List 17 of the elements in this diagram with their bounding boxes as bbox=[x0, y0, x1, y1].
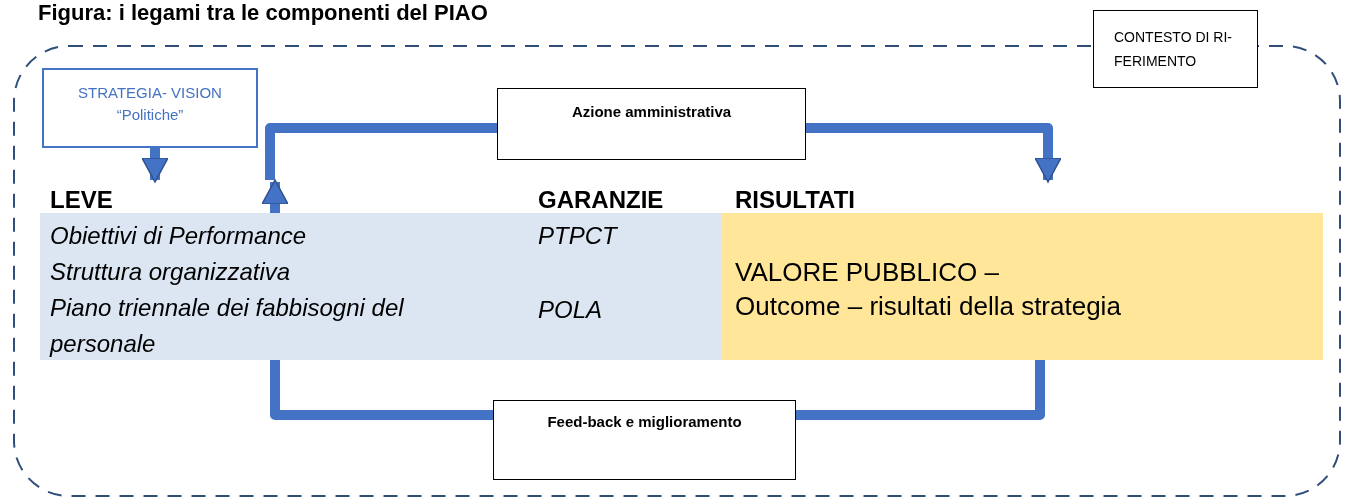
column-heading: GARANZIE bbox=[538, 185, 665, 215]
arrow bbox=[806, 123, 1062, 183]
band-text: POLA bbox=[538, 295, 604, 325]
column-heading: RISULTATI bbox=[735, 185, 856, 215]
band-text: VALORE PUBBLICO – bbox=[735, 256, 1000, 289]
column-heading: LEVE bbox=[50, 185, 114, 215]
band-text: PTPCT bbox=[538, 221, 619, 251]
band-text: Piano triennale dei fabbisogni del personale bbox=[50, 293, 405, 359]
diagram-title: Figura: i legami tra le componenti del PIAO bbox=[38, 0, 488, 26]
band-text: Obiettivi di Performance bbox=[50, 221, 308, 251]
process-box: Azione amministrativa bbox=[497, 88, 806, 160]
context-label-box: CONTESTO DI RI- FERIMENTO bbox=[1093, 10, 1258, 88]
process-box: Feed-back e miglioramento bbox=[493, 400, 796, 480]
band-text: Struttura organizzativa bbox=[50, 257, 292, 287]
strategy-box: STRATEGIA- VISION “Politiche” bbox=[42, 68, 258, 148]
band-text: Outcome – risultati della strategia bbox=[735, 290, 1122, 323]
arrow bbox=[141, 148, 169, 183]
